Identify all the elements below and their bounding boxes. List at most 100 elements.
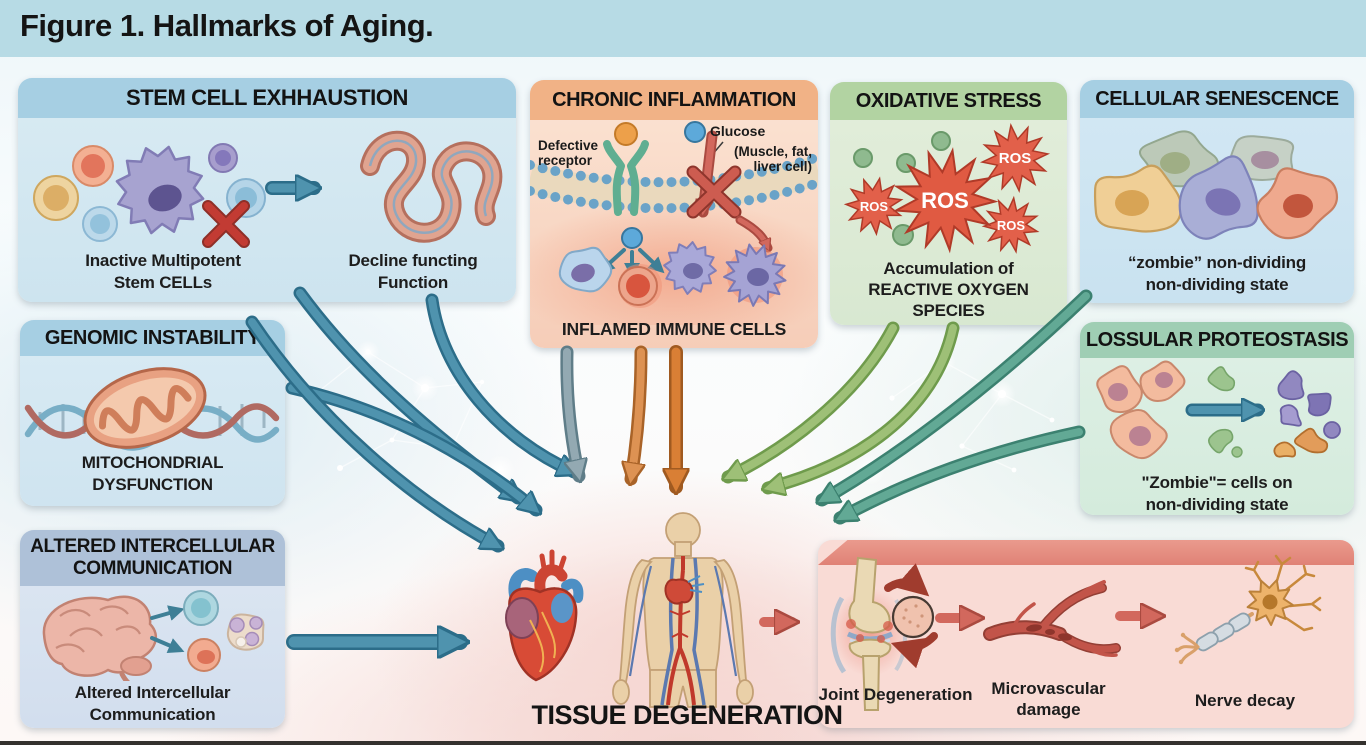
altered-cap-1: Altered Intercellular	[74, 683, 231, 702]
glucose-label: Glucose	[710, 123, 766, 139]
arrow-chronic-left-to-tissue	[560, 345, 586, 483]
proteo-cap-2: non-dividing state	[1145, 495, 1289, 514]
ros-text-bottom-right: ROS	[997, 218, 1026, 233]
arrow-oxidative-to-tissue-1	[721, 321, 900, 484]
senescent-nucleus-3	[1115, 190, 1149, 216]
immune-cell-purple-1	[663, 241, 717, 295]
arrow-stem-to-tissue	[293, 286, 525, 505]
panel-stem-title: STEM CELL EXHHAUSTION	[18, 78, 516, 118]
stem-cell-illustration	[33, 130, 503, 248]
senescence-caption: “zombie” non-dividing non-dividing state	[1080, 252, 1354, 296]
genomic-caption: MITOCHONDRIAL DYSFUNCTION	[20, 452, 285, 496]
cell-purple-small-core	[215, 150, 231, 166]
signal-arrow-bottom	[150, 636, 185, 653]
panel-degeneration-outcomes: Joint Degeneration Microvascular damage …	[818, 540, 1354, 728]
senescent-cell-salmon	[1256, 167, 1339, 240]
joint-cycle-arrow-top	[884, 563, 930, 597]
signal-arrow-top	[150, 605, 185, 621]
senescent-cells-illustration	[1093, 130, 1339, 240]
joint-cycle-arrow-bottom	[890, 632, 938, 669]
panel-chronic-inflammation: CHRONIC INFLAMMATION	[530, 80, 818, 348]
inflamed-glow-2	[727, 247, 783, 303]
panel-altered-communication: ALTERED INTERCELLULAR COMMUNICATION	[20, 530, 285, 728]
senescent-cell-blue	[1178, 155, 1259, 240]
membrane-block-x	[686, 165, 742, 219]
panel-chronic-title: CHRONIC INFLAMMATION	[530, 80, 818, 120]
oxid-cap-3: SPECIES	[912, 301, 985, 320]
genomic-cap-1: MITOCHONDRIAL	[81, 453, 224, 472]
glucose-molecule-icon	[684, 121, 706, 143]
arrow-chronic-left-to-tissue	[562, 348, 579, 476]
healthy-cell-3-nucleus	[1129, 426, 1151, 446]
declining-muscle-fiber	[360, 130, 503, 243]
arrow-genomic-to-tissue	[288, 384, 536, 510]
arrow-senescence-to-tissue	[815, 289, 1093, 507]
target-cell-blue	[183, 590, 219, 626]
red-x-mark	[202, 200, 250, 248]
small-heart	[664, 578, 694, 605]
stem-caption-left-1: Inactive Multipotent	[85, 251, 241, 270]
cell-yellow-core	[43, 185, 69, 211]
cell-orange	[72, 145, 114, 187]
cell-orange-core	[81, 154, 105, 178]
panel-genomic-instability: GENOMIC INSTABILITY MITOCHONDRIAL DYSFUN…	[20, 320, 285, 506]
microvascular-damage-icon	[983, 580, 1121, 657]
senescent-nucleus-1	[1160, 152, 1190, 174]
nerve-decay-label: Nerve decay	[1194, 691, 1296, 710]
oxidative-caption: Accumulation of REACTIVE OXYGEN SPECIES	[830, 258, 1067, 321]
glow-stars	[356, 340, 1016, 486]
target-cell-blue-core	[191, 598, 211, 618]
dna-helix	[24, 393, 280, 451]
panel-oxidative-stress: OXIDATIVE STRESS ROS ROS ROS ROS Accumul…	[830, 82, 1067, 325]
panel-altered-title: ALTERED INTERCELLULAR COMMUNICATION	[20, 530, 285, 586]
aggregate-green-1	[1207, 366, 1236, 392]
panel-cellular-senescence: CELLULAR SENESCENCE “zombie” non-dividin…	[1080, 80, 1354, 303]
senescent-cell-tan	[1093, 164, 1183, 233]
cell-blue-small-core	[90, 214, 110, 234]
arrow-left-sweep-to-tissue	[248, 318, 498, 546]
healthy-cell-3	[1109, 409, 1168, 460]
inflamed-glow-1	[618, 264, 662, 308]
altered-title-2: COMMUNICATION	[72, 558, 233, 579]
chronic-caption: INFLAMED IMMUNE CELLS	[561, 319, 787, 339]
oxygen-molecules	[853, 131, 951, 246]
immune-cell-red	[618, 266, 658, 306]
healthy-cell-2-nucleus	[1155, 372, 1173, 388]
glucose-sub-label: (Muscle, fat, liver cell)	[670, 144, 812, 174]
senesc-cap-1: “zombie” non-dividing	[1127, 253, 1307, 272]
proteostasis-illustration	[1096, 360, 1341, 460]
arrow-oxidative-to-tissue-1	[728, 324, 897, 477]
glucose-sub-2: liver cell)	[753, 159, 812, 174]
human-figure	[612, 512, 754, 708]
immune-cell-red-core	[626, 274, 650, 298]
cell-blue-2	[226, 178, 266, 218]
ros-text-left: ROS	[860, 199, 889, 214]
misfolded-proteins	[1273, 370, 1341, 458]
aggregate-green-3	[1231, 446, 1243, 458]
inflammation-arrow	[735, 215, 773, 253]
cell-cluster	[226, 613, 265, 651]
arrow-chronic-mid-to-tissue	[631, 348, 641, 479]
oxid-cap-1: Accumulation of	[883, 259, 1014, 278]
altered-title-1: ALTERED INTERCELLULAR	[30, 536, 275, 557]
arrow-genomic-to-tissue	[285, 381, 543, 517]
arrow-senescence-to-tissue	[822, 292, 1090, 500]
target-cell-orange	[187, 638, 221, 672]
stem-caption-left: Inactive Multipotent Stem CELLs	[38, 250, 288, 294]
stem-caption-left-2: Stem CELLs	[113, 273, 213, 292]
immune-cell-blue-nucleus	[571, 263, 595, 283]
stem-caption-right-1: Decline functing	[348, 251, 478, 270]
arrow-stem-to-tissue	[296, 289, 518, 498]
arrow-left-sweep-to-tissue	[245, 315, 505, 553]
signal-arrow-1	[598, 248, 626, 274]
healthy-cell-1-nucleus	[1108, 383, 1128, 401]
arrow-proteostasis-to-tissue	[833, 425, 1086, 525]
ros-illustration: ROS ROS ROS ROS	[843, 122, 1051, 254]
ros-burst-small-left	[843, 176, 904, 237]
genomic-cap-2: DYSFUNCTION	[92, 475, 213, 494]
bottom-edge	[0, 741, 1366, 745]
stem-cell-nucleus	[148, 184, 182, 212]
senescent-nucleus-5	[1283, 194, 1313, 218]
stem-caption-right-2: Function	[377, 273, 449, 292]
receptor-label-2: receptor	[538, 153, 593, 168]
